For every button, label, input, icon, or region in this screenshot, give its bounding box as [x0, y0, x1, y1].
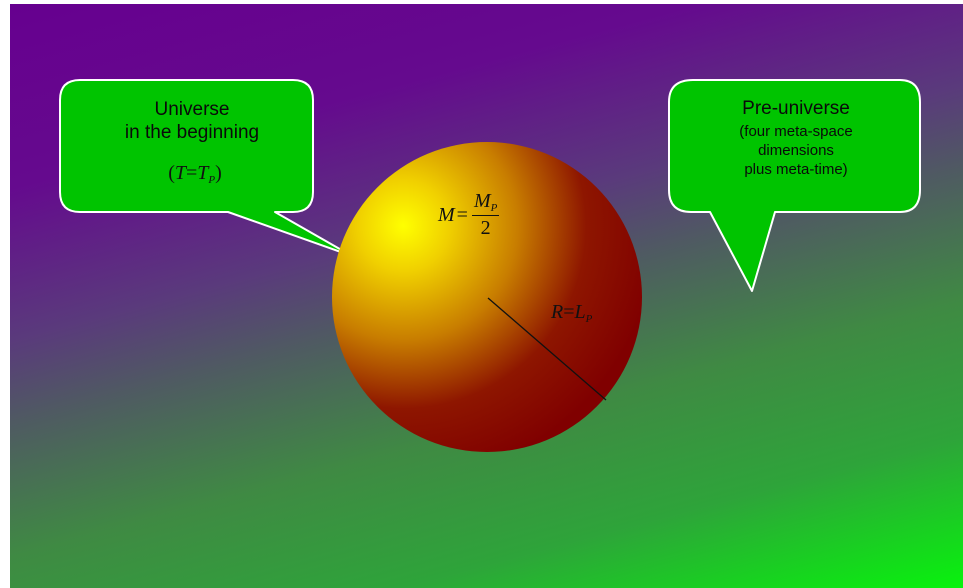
radius-line — [487, 297, 607, 401]
right-callout-text: Pre-universe (four meta-space dimensions… — [672, 96, 920, 179]
mass-eq-numerator: MP — [471, 190, 500, 216]
radius-eq-lhs: R — [551, 301, 564, 323]
diagram-graphics — [59, 79, 921, 452]
time-eq-rhs: T — [197, 162, 209, 184]
time-eq-lhs: T — [174, 162, 186, 184]
radius-eq-equals: = — [563, 301, 575, 323]
left-callout-line2: in the beginning — [124, 122, 260, 143]
radius-eq-subscript: P — [585, 313, 593, 325]
mass-eq-denominator: 2 — [480, 217, 491, 239]
diagram-canvas: Universe in the beginning (T=TP) Pre-uni… — [10, 4, 963, 588]
right-speech-bubble — [668, 79, 921, 292]
time-eq-subscript: P — [208, 174, 216, 186]
time-eq-close-paren: ) — [215, 162, 222, 184]
mass-eq-numerator-subscript: P — [490, 202, 498, 214]
mass-eq-equals: = — [456, 203, 468, 226]
left-callout-text: Universe in the beginning — [70, 98, 314, 144]
mass-eq-lhs: M — [438, 203, 455, 226]
left-callout-line1: Universe — [154, 99, 230, 120]
mass-eq-numerator-symbol: M — [473, 190, 491, 212]
right-callout-line2: dimensions — [758, 142, 834, 159]
mass-eq-fraction: MP 2 — [471, 190, 500, 240]
radius-eq-rhs: L — [574, 301, 586, 323]
right-callout-line3: plus meta-time) — [744, 161, 848, 178]
time-equation: (T=TP) — [130, 162, 260, 186]
right-callout-line1: (four meta-space — [739, 123, 853, 140]
time-eq-open-paren: ( — [168, 162, 175, 184]
right-callout-title: Pre-universe — [742, 98, 850, 119]
radius-equation: R=LP — [551, 301, 593, 325]
mass-equation: M = MP 2 — [438, 190, 500, 240]
universe-sphere — [332, 142, 642, 452]
time-eq-equals: = — [185, 162, 198, 184]
